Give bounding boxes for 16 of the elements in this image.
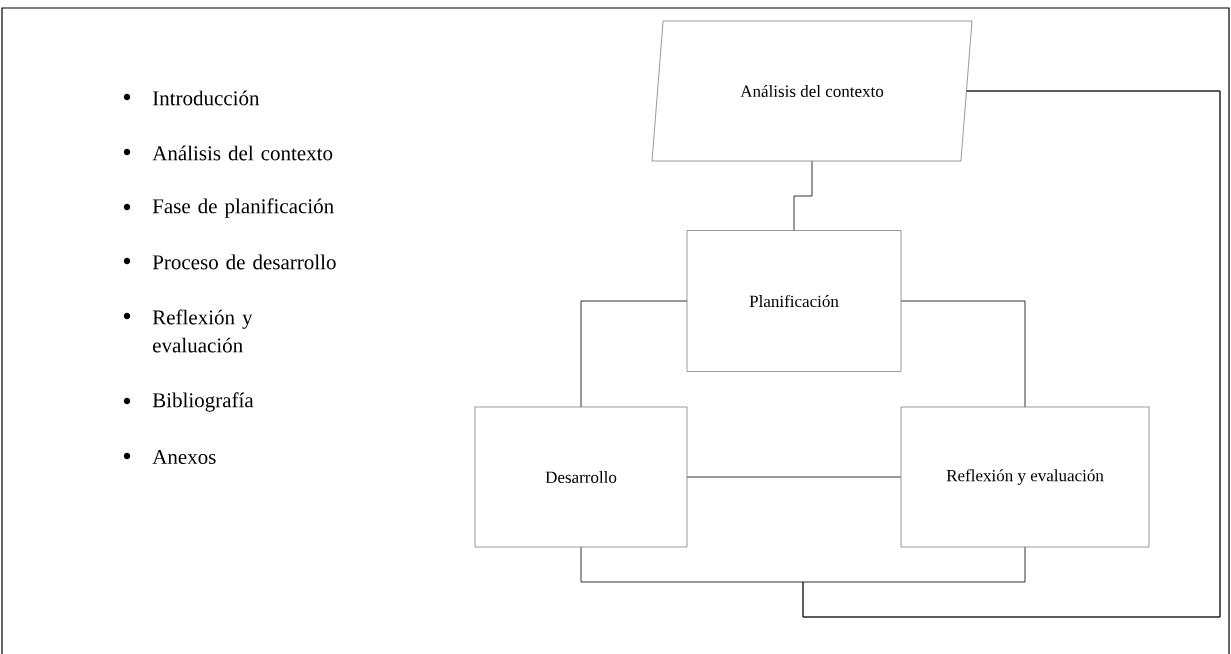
process-box: Reflexión y evaluación — [900, 406, 1150, 548]
connector — [580, 300, 688, 408]
process-box: Planificación — [686, 230, 902, 372]
list-item: Proceso de desarrollo — [152, 254, 336, 270]
list-item: Anexos — [152, 449, 216, 465]
list-item: Fase de planificación — [152, 198, 334, 218]
list-item: Bibliografía — [152, 392, 254, 412]
list-item: Reflexión y evaluación — [152, 309, 253, 353]
data-parallelogram: Análisis del contexto — [651, 20, 973, 162]
connector — [802, 90, 1221, 618]
list-item: Introducción — [152, 90, 260, 106]
list-item: Análisis del contexto — [152, 145, 333, 161]
process-box: Desarrollo — [474, 406, 688, 548]
connector — [900, 300, 1026, 408]
connector — [686, 476, 902, 478]
connector — [793, 160, 813, 231]
